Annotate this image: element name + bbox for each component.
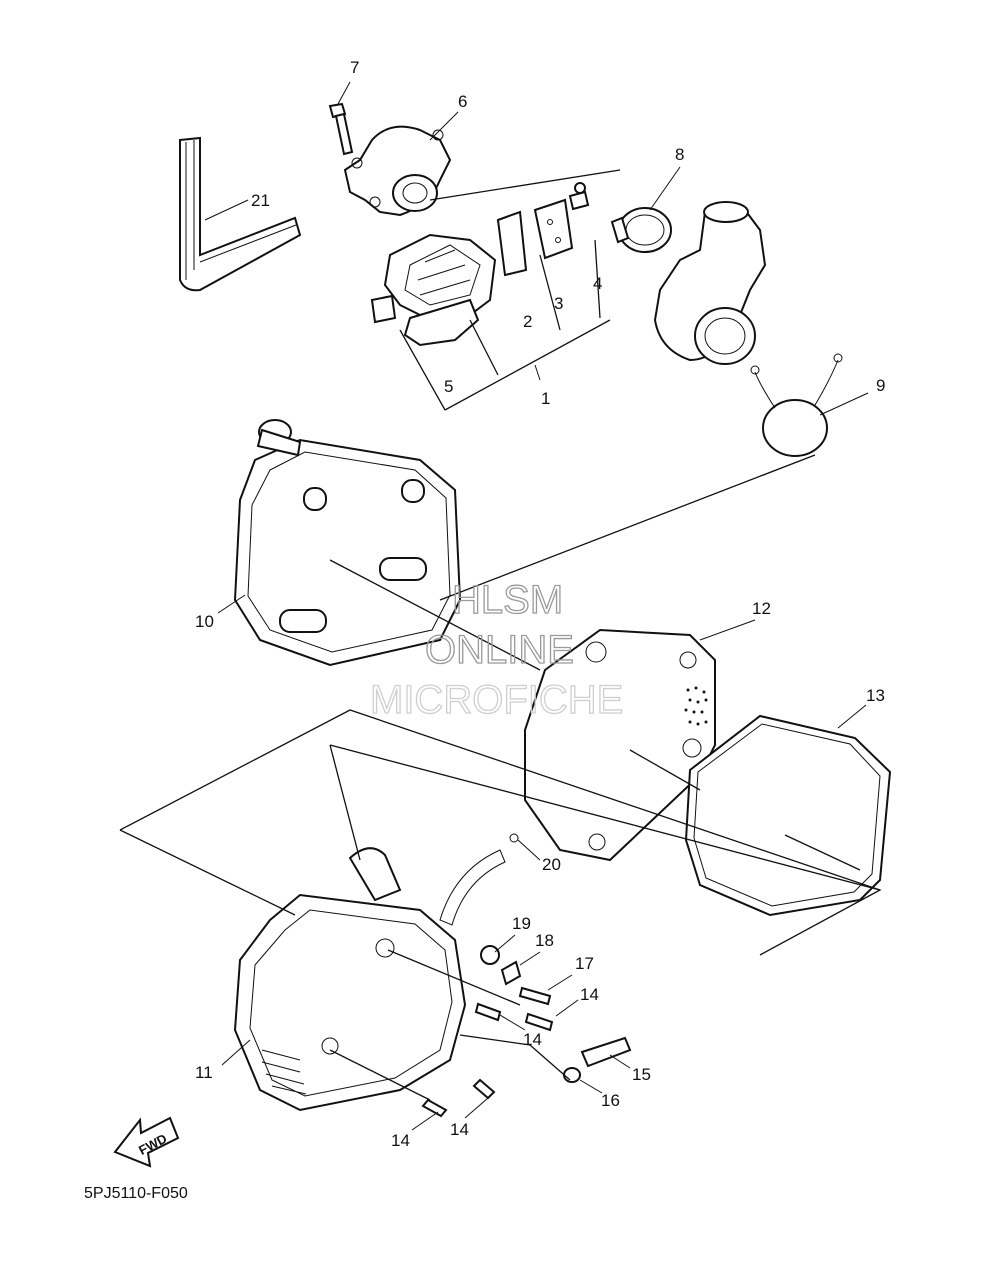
callout-8: 8 xyxy=(675,145,684,164)
callout-17: 17 xyxy=(575,954,594,973)
callout-15: 15 xyxy=(632,1065,651,1084)
callout-11: 11 xyxy=(195,1063,213,1082)
callout-12: 12 xyxy=(752,599,771,618)
callout-10: 10 xyxy=(195,612,214,631)
callout-20: 20 xyxy=(542,855,561,874)
watermark-line-2: ONLINE xyxy=(425,628,574,672)
callout-18: 18 xyxy=(535,931,554,950)
callout-14c: 14 xyxy=(450,1120,469,1139)
callout-16: 16 xyxy=(601,1091,620,1110)
callout-labels: 1 2 3 4 5 6 7 8 9 10 11 12 13 14 14 14 1… xyxy=(195,58,885,1150)
callout-21: 21 xyxy=(251,191,270,210)
perforation-grid xyxy=(684,686,708,726)
callout-1: 1 xyxy=(541,389,550,408)
callout-2: 2 xyxy=(523,312,532,331)
callout-4: 4 xyxy=(593,274,602,293)
clip-part-9 xyxy=(750,353,843,457)
callout-9: 9 xyxy=(876,376,885,395)
callout-3: 3 xyxy=(554,294,563,313)
carburetor-joint xyxy=(653,201,767,365)
leader-lines xyxy=(119,169,882,1101)
fwd-arrow-icon: FWD xyxy=(113,1116,180,1168)
callout-6: 6 xyxy=(458,92,467,111)
callout-14b: 14 xyxy=(523,1030,542,1049)
watermark-line-1: HLSM xyxy=(452,578,563,622)
callout-13: 13 xyxy=(866,686,885,705)
intake-joint-part-6 xyxy=(343,125,452,217)
reed-valve-assembly xyxy=(370,182,590,347)
diagram-code: 5PJ5110-F050 xyxy=(84,1185,188,1202)
callout-14d: 14 xyxy=(391,1131,410,1150)
bolt-part-7 xyxy=(328,102,354,156)
watermark-line-3: MICROFICHE xyxy=(370,678,623,722)
callout-19: 19 xyxy=(512,914,531,933)
hose-part-21 xyxy=(179,136,302,292)
callout-pointers xyxy=(204,81,869,1131)
clamp-part-8 xyxy=(610,207,672,253)
cover-part-11 xyxy=(233,847,506,1112)
callout-14a: 14 xyxy=(580,985,599,1004)
cover-part-10 xyxy=(233,419,462,667)
callout-5: 5 xyxy=(444,377,453,396)
small-hardware xyxy=(421,833,632,1118)
callout-7: 7 xyxy=(350,58,359,77)
gasket-part-13 xyxy=(684,714,892,917)
watermark: HLSM ONLINE MICROFICHE xyxy=(369,577,624,722)
